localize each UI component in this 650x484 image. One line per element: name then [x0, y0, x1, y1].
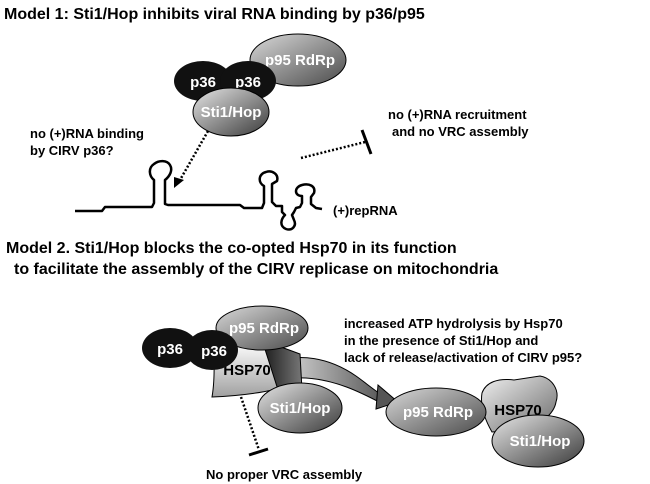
model2-p95-right-ellipse: [385, 387, 487, 437]
model1-rna-label: (+)repRNA: [333, 203, 398, 218]
model2-inhibit-bar: [248, 447, 269, 457]
model1-sti1-label: Sti1/Hop: [201, 104, 262, 121]
model2-p95-right-label: p95 RdRp: [403, 404, 473, 421]
model1-note-right-2: and no VRC assembly: [392, 124, 529, 139]
model1-note-left-2: by CIRV p36?: [30, 143, 114, 158]
model2-sti1-right-ellipse: [491, 414, 585, 468]
model2-p36-a-label: p36: [157, 341, 183, 358]
model2-sti1-ellipse: [257, 382, 343, 434]
model1-sti1-ellipse: [192, 87, 270, 137]
model2-bottom-note: No proper VRC assembly: [206, 467, 363, 482]
model1-p95-label: p95 RdRp: [265, 52, 335, 69]
model2-note-1: increased ATP hydrolysis by Hsp70: [344, 316, 563, 331]
model2-hsp70-right-label: HSP70: [494, 402, 542, 419]
model2-hsp70-left-label: HSP70: [223, 362, 271, 379]
model1-note-left-1: no (+)RNA binding: [30, 126, 144, 141]
model1-note-right-1: no (+)RNA recruitment: [388, 107, 527, 122]
model2-p36-a: [142, 328, 198, 368]
model1-p36-a-label: p36: [190, 74, 216, 91]
model2-sti1-label: Sti1/Hop: [270, 400, 331, 417]
model2-title-1: Model 2. Sti1/Hop blocks the co-opted Hs…: [6, 240, 457, 257]
model2-p95-label: p95 RdRp: [229, 320, 299, 337]
model2-dotted-inhibit-down: [239, 396, 261, 451]
model1-p36-b-label: p36: [235, 74, 261, 91]
model2-note-3: lack of release/activation of CIRV p95?: [344, 350, 582, 365]
model2-p95-ellipse: [215, 305, 309, 351]
model1-p95-ellipse: [249, 33, 347, 87]
model1-dotted-arrow-left: [178, 130, 210, 181]
model1-inhibit-bar: [360, 129, 373, 155]
model1-dotted-inhibit-right: [300, 140, 366, 160]
model2-p36-b-label: p36: [201, 343, 227, 360]
model1-rna-strand: [75, 159, 323, 231]
model2-note-2: in the presence of Sti1/Hop and: [344, 333, 538, 348]
model2-sti1-right-label: Sti1/Hop: [510, 433, 571, 450]
model2-p36-b: [186, 330, 238, 370]
model2-title-2: to facilitate the assembly of the CIRV r…: [14, 261, 498, 278]
model1-arrowhead-left: [174, 177, 184, 188]
model1-title: Model 1: Sti1/Hop inhibits viral RNA bin…: [4, 6, 425, 23]
